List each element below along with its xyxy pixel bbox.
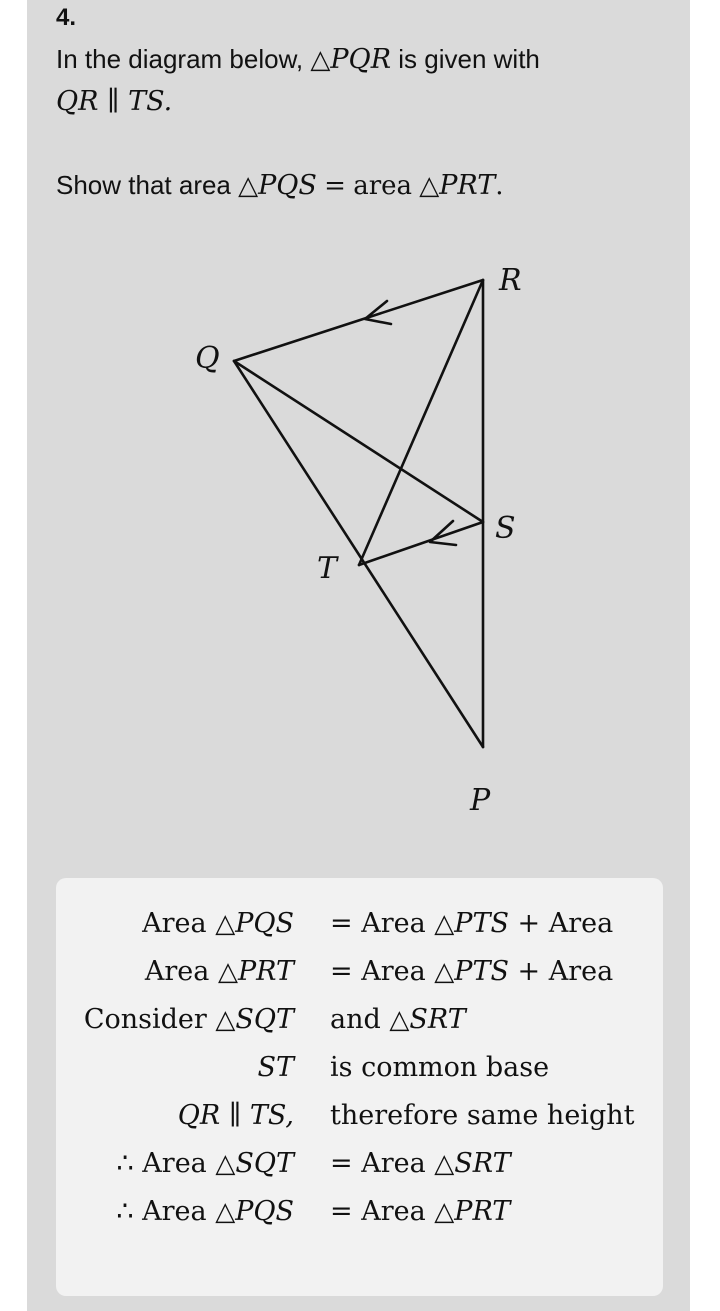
proof-row-rhs: = Area △SRT: [330, 1148, 511, 1179]
segment-RQ: [232, 278, 485, 363]
rhs-text: Area: [352, 908, 435, 939]
parallel-statement: QR ∥ TS.: [56, 86, 173, 117]
proof-row-lhs: QR ∥ TS,: [56, 1100, 294, 1131]
triangle-diagram: R Q S T P: [195, 263, 522, 818]
proof-row: Area △PRT= Area △PTS + Area: [56, 956, 663, 1004]
triangle-symbol: △: [434, 909, 455, 939]
rhs-math: SRT: [409, 1004, 466, 1035]
lhs-text: Area: [144, 956, 218, 987]
triangle-symbol: △: [238, 171, 259, 201]
proof-row-lhs: Area △PRT: [56, 956, 294, 987]
proof-row-rhs: is common base: [330, 1052, 549, 1083]
rhs-text: is common base: [330, 1052, 550, 1083]
rhs-math: SRT: [454, 1148, 511, 1179]
label-S: S: [495, 511, 516, 546]
rhs-math: PTS: [454, 956, 509, 987]
proof-row-rhs: therefore same height: [330, 1100, 634, 1131]
lhs-math: SQT: [235, 1148, 294, 1179]
proof-row-lhs: ∴ Area △PQS: [56, 1196, 294, 1227]
proof-row-rhs: and △SRT: [330, 1004, 466, 1035]
label-R: R: [498, 263, 522, 298]
rhs-text: Area: [352, 1148, 435, 1179]
question-card: 4. In the diagram below, △PQR is given w…: [27, 0, 690, 1311]
equals-sign: =: [330, 1148, 353, 1179]
rhs-text: and: [330, 1004, 390, 1035]
triangle-symbol: △: [434, 1197, 455, 1227]
label-P: P: [469, 783, 491, 818]
proof-row-lhs: Consider △SQT: [56, 1004, 294, 1035]
proof-row-rhs: = Area △PTS + Area: [330, 956, 613, 987]
triangle-symbol: △: [434, 957, 455, 987]
lhs-math: PQS: [235, 908, 294, 939]
segment-RT: [357, 278, 485, 567]
proof-row: Area △PQS= Area △PTS + Area: [56, 908, 663, 956]
proof-row: ST is common base: [56, 1052, 663, 1100]
lhs-math: ST: [257, 1052, 294, 1083]
proof-row: ∴ Area △PQS= Area △PRT: [56, 1196, 663, 1244]
rhs-text: therefore same height: [330, 1100, 635, 1131]
task-triangle-1: PQS: [258, 170, 317, 201]
rhs-math: PRT: [454, 1196, 511, 1227]
proof-row: ∴ Area △SQT= Area △SRT: [56, 1148, 663, 1196]
triangle-symbol: △: [215, 909, 236, 939]
triangle-symbol: △: [217, 957, 238, 987]
intro-text: In the diagram below,: [56, 44, 304, 74]
rhs-tail: + Area: [508, 908, 614, 939]
rhs-text: Area: [352, 1196, 435, 1227]
triangle-symbol: △: [215, 1197, 236, 1227]
task-text: Show that area: [56, 170, 231, 200]
parallel-arrow-QR: [363, 299, 393, 326]
question-parallel-line: QR ∥ TS.: [56, 86, 172, 117]
proof-row-rhs: = Area △PTS + Area: [330, 908, 613, 939]
equals-sign: =: [330, 908, 353, 939]
segment-ST: [357, 520, 485, 567]
segment-QS: [232, 359, 485, 524]
lhs-math: SQT: [235, 1004, 294, 1035]
label-Q: Q: [195, 341, 220, 376]
rhs-text: Area: [352, 956, 435, 987]
parallel-arrow-TS: [428, 519, 458, 547]
intro-tail-text: is given with: [398, 44, 540, 74]
triangle-symbol: △: [419, 171, 440, 201]
proof-row-lhs: ST: [56, 1052, 294, 1083]
segment-QP: [232, 359, 485, 749]
triangle-symbol: △: [215, 1005, 236, 1035]
lhs-math: PQS: [235, 1196, 294, 1227]
proof-row-rhs: = Area △PRT: [330, 1196, 510, 1227]
lhs-math: QR ∥ TS,: [177, 1100, 294, 1131]
label-T: T: [317, 551, 339, 586]
equals-sign: =: [330, 1196, 353, 1227]
lhs-text: Consider: [83, 1004, 216, 1035]
intro-triangle-name: PQR: [330, 44, 392, 75]
triangle-symbol: △: [215, 1149, 236, 1179]
triangle-symbol: △: [310, 45, 331, 75]
proof-row-lhs: ∴ Area △SQT: [56, 1148, 294, 1179]
task-area-word: area: [353, 171, 413, 201]
lhs-math: PRT: [237, 956, 294, 987]
rhs-math: PTS: [454, 908, 509, 939]
task-triangle-2: PRT: [439, 170, 496, 201]
task-end: .: [495, 171, 504, 201]
question-intro-line: In the diagram below, △PQR is given with: [56, 44, 540, 75]
proof-row: QR ∥ TS, therefore same height: [56, 1100, 663, 1148]
proof-row-lhs: Area △PQS: [56, 908, 294, 939]
triangle-symbol: △: [434, 1149, 455, 1179]
question-number: 4.: [56, 4, 77, 31]
equals-sign: =: [330, 956, 353, 987]
question-task-line: Show that area △PQS = area △PRT.: [56, 170, 504, 201]
lhs-text: Area: [142, 908, 216, 939]
rhs-tail: + Area: [508, 956, 614, 987]
triangle-symbol: △: [389, 1005, 410, 1035]
lhs-text: ∴ Area: [116, 1148, 216, 1179]
task-equals: =: [324, 171, 346, 201]
lhs-text: ∴ Area: [116, 1196, 216, 1227]
